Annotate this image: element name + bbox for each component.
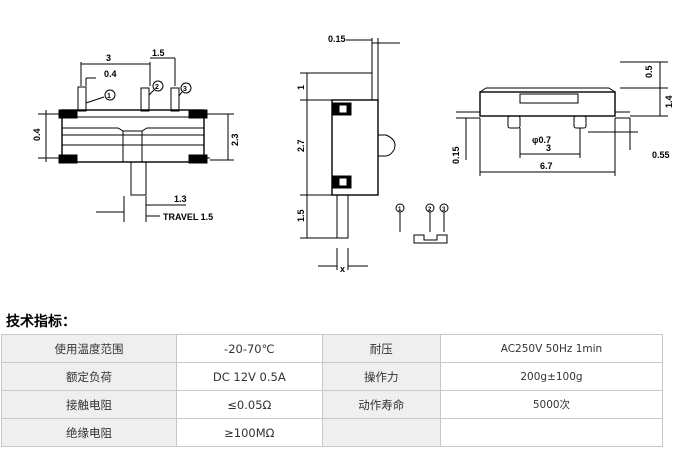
top-body bbox=[479, 91, 616, 117]
switch-body bbox=[61, 109, 205, 163]
spec-label bbox=[321, 418, 441, 447]
switch-dimension-drawing: 3 1.5 0.4 0.4 2.3 1.3 TRAVEL 1.5 1 2 3 0… bbox=[32, 34, 674, 274]
pin-label-1: 1 bbox=[107, 93, 111, 100]
table-row: 额定负荷 DC 12V 0.5A 操作力 200g±100g bbox=[0, 362, 664, 391]
pin-3 bbox=[170, 87, 180, 112]
dim-side-0-15: 0.15 bbox=[328, 34, 346, 44]
spec-value: 5000次 bbox=[439, 390, 664, 419]
spec-title: 技术指标： bbox=[6, 314, 76, 330]
spec-label: 额定负荷 bbox=[0, 362, 178, 391]
side-body bbox=[331, 99, 379, 196]
dim-side-1-5: 1.5 bbox=[296, 209, 306, 222]
dim-top-0-5: 0.5 bbox=[644, 65, 654, 78]
schematic-pin-1: 1 bbox=[398, 207, 402, 213]
spec-value: -20-70℃ bbox=[176, 334, 323, 363]
travel-label: TRAVEL 1.5 bbox=[163, 212, 213, 222]
table-row: 接触电阻 ≤0.05Ω 动作寿命 5000次 bbox=[0, 390, 664, 419]
spec-label: 绝缘电阻 bbox=[0, 418, 178, 447]
dim-top-3: 3 bbox=[546, 143, 551, 153]
pin-2 bbox=[140, 87, 150, 112]
pin-schematic bbox=[395, 203, 449, 244]
spec-value: ≥100MΩ bbox=[176, 418, 323, 447]
spec-label: 接触电阻 bbox=[0, 390, 178, 419]
pin-label-2: 2 bbox=[155, 84, 159, 91]
actuator bbox=[130, 161, 147, 196]
spec-value: ≤0.05Ω bbox=[176, 390, 323, 419]
side-view bbox=[300, 38, 400, 270]
spec-value: DC 12V 0.5A bbox=[176, 362, 323, 391]
spec-value bbox=[439, 418, 664, 447]
spec-table: 使用温度范围 -20-70℃ 耐压 AC250V 50Hz 1min 额定负荷 … bbox=[0, 334, 664, 447]
spec-label: 操作力 bbox=[321, 362, 441, 391]
dim-top-phi-0-7: φ0.7 bbox=[532, 135, 551, 145]
dim-front-0-4-left: 0.4 bbox=[32, 128, 42, 141]
spec-label: 使用温度范围 bbox=[0, 334, 178, 363]
spec-label: 动作寿命 bbox=[321, 390, 441, 419]
dim-side-2-7: 2.7 bbox=[296, 139, 306, 152]
dim-front-0-4-top: 0.4 bbox=[104, 69, 117, 79]
dim-side-1: 1 bbox=[296, 85, 306, 90]
spec-value: AC250V 50Hz 1min bbox=[439, 334, 664, 363]
dim-front-2-3: 2.3 bbox=[230, 133, 240, 146]
schematic-pin-3: 3 bbox=[442, 207, 446, 213]
dim-front-1-3: 1.3 bbox=[174, 194, 187, 204]
dim-top-1-4: 1.4 bbox=[664, 95, 674, 108]
dim-top-6-7: 6.7 bbox=[540, 161, 553, 171]
dim-top-0-15: 0.15 bbox=[451, 146, 461, 164]
dim-side-x: x bbox=[340, 264, 345, 274]
dim-front-1-5: 1.5 bbox=[152, 48, 165, 58]
dim-front-3: 3 bbox=[106, 53, 111, 63]
schematic-pin-2: 2 bbox=[428, 207, 432, 213]
front-view bbox=[38, 57, 234, 222]
table-row: 使用温度范围 -20-70℃ 耐压 AC250V 50Hz 1min bbox=[0, 334, 664, 363]
pin-label-3: 3 bbox=[183, 86, 187, 93]
spec-label: 耐压 bbox=[321, 334, 441, 363]
dim-top-0-55: 0.55 bbox=[652, 150, 670, 160]
spec-value: 200g±100g bbox=[439, 362, 664, 391]
top-view bbox=[456, 61, 668, 176]
pin-1 bbox=[77, 86, 87, 112]
table-row: 绝缘电阻 ≥100MΩ bbox=[0, 418, 664, 447]
